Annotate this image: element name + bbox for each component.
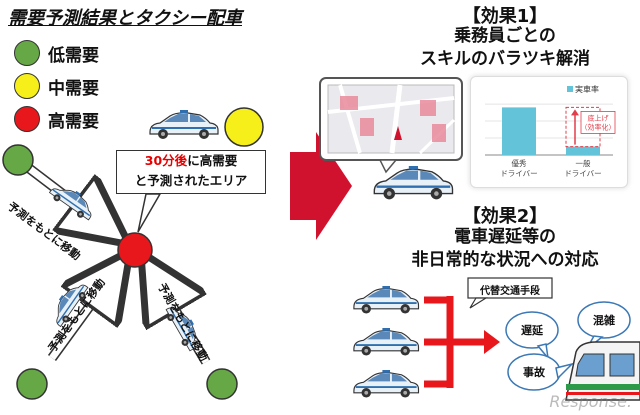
taxi-icon-effect2-middle	[352, 327, 420, 357]
bubble-delay-text: 遅延	[521, 324, 543, 337]
chart-annotation-text: （効率化）	[581, 122, 616, 131]
legend-item-high: 高需要	[14, 106, 99, 132]
taxi-icon-effect2-top	[352, 285, 420, 315]
high-demand-dot	[14, 106, 40, 132]
effect1-heading: 【効果1】	[462, 6, 548, 27]
watermark: Response.	[549, 392, 632, 411]
effect1-line2: スキルのバラツキ解消	[420, 49, 590, 69]
mid-demand-circle	[224, 107, 264, 147]
chart-category-label: ドライバー	[500, 169, 537, 178]
red-connector	[424, 296, 500, 388]
chart-legend-label: 実車率	[575, 84, 599, 94]
chart-category-label: ドライバー	[564, 169, 601, 178]
alt-transport-label: 代替交通手段	[480, 286, 540, 297]
navigation-device	[319, 77, 463, 174]
bubble-accident-text: 事故	[523, 366, 545, 379]
chart-annotation-box	[580, 111, 616, 134]
legend-label-low: 低需要	[48, 45, 99, 66]
effect2-line1: 電車遅延等の	[454, 227, 556, 247]
callout-pointer	[137, 193, 162, 233]
legend: 低需要 中需要 高需要	[14, 40, 99, 132]
low-demand-circle-bottom-left	[16, 368, 48, 400]
legend-label-high: 高需要	[48, 111, 99, 132]
chart-bar	[566, 146, 600, 155]
low-demand-circle-bottom-right	[206, 368, 238, 400]
chart-annotation-text: 底上げ	[588, 113, 609, 122]
high-demand-circle	[117, 232, 153, 268]
page-title: 需要予測結果とタクシー配車	[8, 8, 242, 29]
chart-category-label: 優秀	[512, 158, 527, 168]
big-red-arrow	[290, 132, 352, 240]
performance-chart: 実車率優秀ドライバー一般ドライバー底上げ（効率化）	[470, 76, 628, 188]
callout-line1: 30分後に高需要	[117, 151, 265, 171]
callout-highlight: 30分後	[144, 153, 188, 168]
high-demand-callout: 30分後に高需要 と予測されたエリア	[116, 150, 266, 194]
legend-item-mid: 中需要	[14, 73, 99, 99]
taxi-icon-effect2-bottom	[352, 369, 420, 399]
bubble-accident	[507, 353, 575, 391]
chart-annotation-frame	[565, 106, 601, 148]
legend-label-mid: 中需要	[48, 78, 99, 99]
bubble-crowded-text: 混雑	[593, 314, 615, 327]
legend-item-low: 低需要	[14, 40, 99, 66]
low-demand-circle-top-left	[2, 144, 34, 176]
effect1-line1: 乗務員ごとの	[454, 26, 556, 46]
taxi-icon-near-yellow	[149, 109, 219, 140]
effect2-heading: 【効果2】	[462, 206, 548, 227]
mid-demand-dot	[14, 73, 40, 99]
chart-bar	[502, 107, 536, 155]
alt-transport-box	[467, 277, 553, 299]
callout-line1-rest: に高需要	[187, 153, 238, 168]
chart-annotation-arrowhead	[571, 109, 579, 116]
effect2-line2: 非日常的な状況への対応	[411, 250, 599, 270]
bubble-delay	[505, 311, 559, 361]
chart-category-label: 一般	[576, 158, 591, 168]
train-icon	[565, 341, 640, 401]
arrow-bottom-left	[49, 262, 122, 361]
low-demand-dot	[14, 40, 40, 66]
callout-line2: と予測されたエリア	[134, 173, 248, 188]
chart-legend-swatch	[567, 86, 573, 92]
